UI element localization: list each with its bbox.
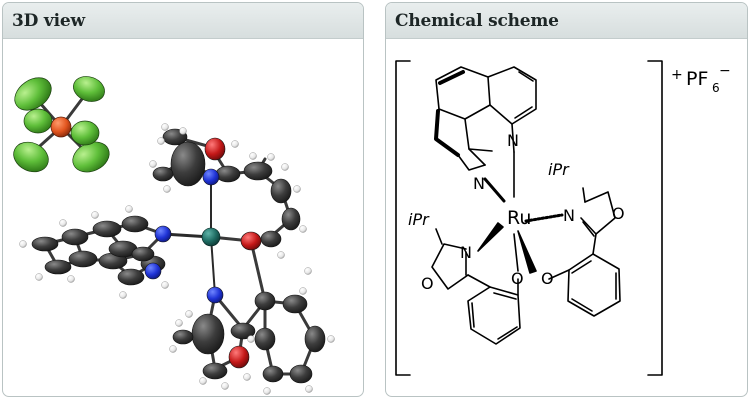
chemical-scheme: Ru N N N O O N O O iPr iPr + PF 6 − bbox=[386, 39, 747, 396]
hash-right-n bbox=[524, 213, 564, 223]
atom-labels: Ru N N N O O N O O iPr iPr bbox=[408, 131, 625, 293]
upper-ligand bbox=[152, 128, 301, 251]
panel-header: 3D view bbox=[3, 3, 363, 39]
panel-title: Chemical scheme bbox=[395, 11, 559, 31]
scheme-drawing: Ru N N N O O N O O iPr iPr + PF 6 − bbox=[395, 60, 731, 376]
hydrogens bbox=[19, 123, 335, 395]
oxazoline-n-label: N bbox=[460, 243, 472, 262]
left-bracket bbox=[395, 60, 411, 376]
ortep-figure bbox=[13, 76, 335, 395]
phenoxide-o-label: O bbox=[541, 269, 554, 288]
metal-label: Ru bbox=[507, 207, 531, 229]
isopropyl-label: iPr bbox=[548, 160, 570, 179]
oxazoline-o-label: O bbox=[421, 274, 434, 293]
phen-n-label: N bbox=[473, 174, 485, 193]
oxazoline-o-label: O bbox=[612, 204, 625, 223]
panel-chemical-scheme: Chemical scheme bbox=[385, 2, 748, 397]
phen-n-label: N bbox=[507, 131, 519, 150]
counterion: + PF 6 − bbox=[671, 63, 731, 95]
cation-charge: + bbox=[671, 67, 683, 83]
lower-ligand bbox=[172, 286, 326, 384]
phen-ligand bbox=[434, 66, 537, 171]
isopropyl-label: iPr bbox=[408, 210, 430, 229]
counterion-subscript: 6 bbox=[712, 81, 720, 95]
oxazoline-n-label: N bbox=[563, 206, 575, 225]
phenoxide-o-label: O bbox=[511, 269, 524, 288]
phenanthroline bbox=[31, 215, 172, 286]
counterion-formula: PF bbox=[686, 68, 708, 90]
panel-title: 3D view bbox=[12, 11, 85, 31]
wedge-left-n bbox=[477, 222, 504, 252]
panel-header: Chemical scheme bbox=[386, 3, 747, 39]
right-bracket bbox=[647, 60, 663, 376]
panel-3d-view: 3D view bbox=[2, 2, 364, 397]
counterion-charge: − bbox=[719, 63, 731, 79]
molecule-3d-view bbox=[3, 39, 363, 396]
wedge-left-o bbox=[517, 230, 537, 274]
ruthenium-atom bbox=[201, 227, 221, 247]
pf6-anion bbox=[13, 76, 110, 173]
